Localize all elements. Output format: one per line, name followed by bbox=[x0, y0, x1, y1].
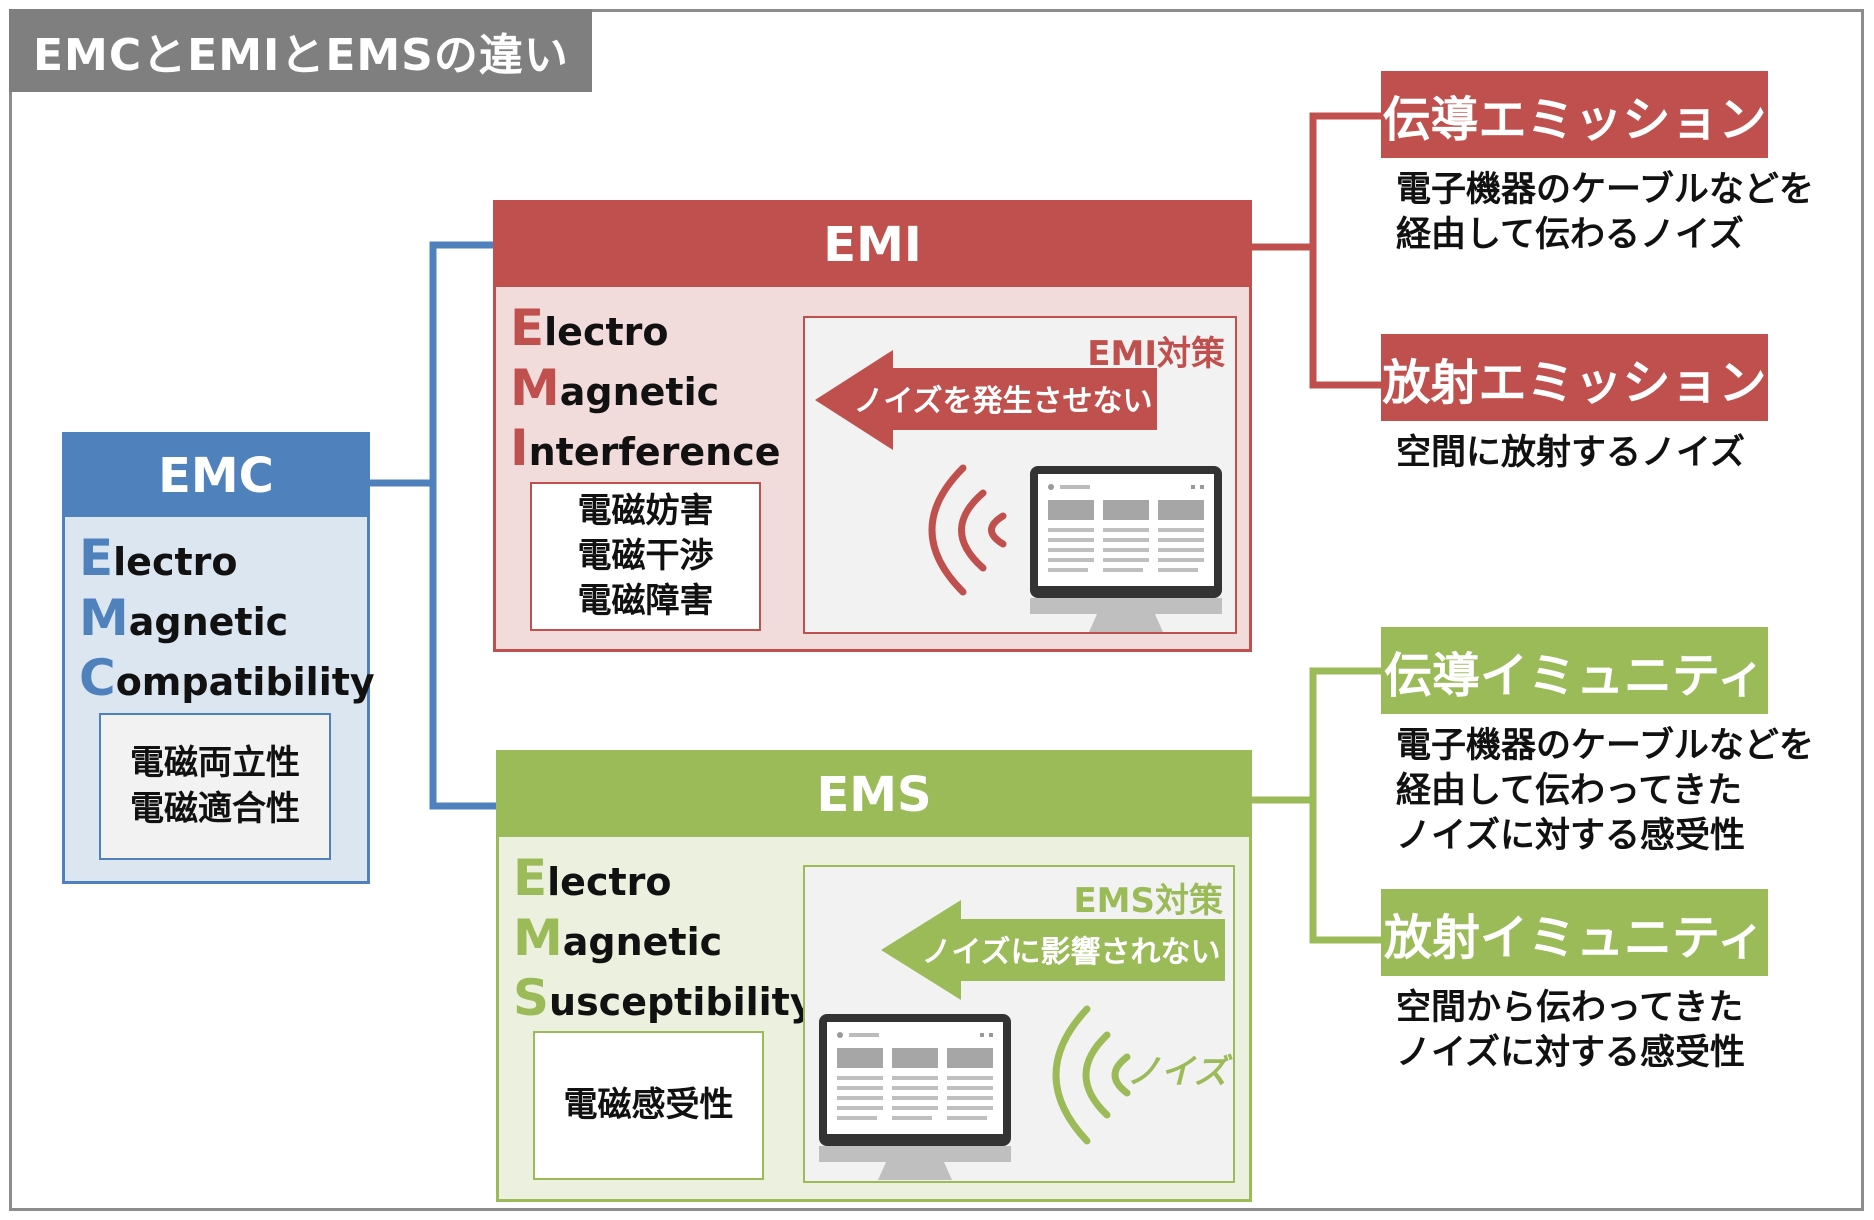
emc-header: EMC bbox=[65, 435, 367, 517]
conducted-emission-desc: 電子機器のケーブルなどを 経由して伝わるノイズ bbox=[1396, 170, 1814, 255]
emi-box: EMI Electro Magnetic Interference 電磁妨害 電… bbox=[493, 200, 1252, 652]
emi-illustration: ノイズを発生させない bbox=[815, 350, 1222, 632]
emc-box: EMC Electro Magnetic Compatibility 電磁両立性… bbox=[62, 432, 375, 884]
conducted-immunity-desc: 電子機器のケーブルなどを 経由して伝わってきた ノイズに対する感受性 bbox=[1396, 726, 1814, 856]
radiated-emission-desc: 空間に放射するノイズ bbox=[1396, 433, 1745, 473]
ems-kanji-box: 電磁感受性 bbox=[533, 1031, 764, 1180]
emi-kanji-box: 電磁妨害 電磁干渉 電磁障害 bbox=[530, 482, 761, 631]
diagram-title: EMCとEMIとEMSの違い bbox=[9, 9, 592, 92]
diagram-frame bbox=[9, 9, 1864, 1211]
noise-wave-icon bbox=[1052, 1005, 1131, 1145]
ems-header: EMS bbox=[499, 753, 1249, 837]
left-arrow-icon bbox=[815, 350, 1157, 450]
emi-header: EMI bbox=[496, 203, 1249, 287]
emi-arrow-text: ノイズを発生させない bbox=[853, 384, 1152, 419]
emi-to-types-connector bbox=[1252, 112, 1384, 389]
left-arrow-icon bbox=[881, 900, 1225, 1000]
emi-countermeasure-panel: EMI対策 ノイズを発生させない bbox=[803, 316, 1237, 634]
ems-countermeasure-panel: EMS対策 ノイズに影響されない bbox=[803, 865, 1235, 1183]
ems-countermeasure-label: EMS対策 bbox=[1073, 881, 1223, 921]
emi-acronym: Electro Magnetic Interference bbox=[510, 299, 781, 477]
monitor-icon bbox=[819, 1014, 1011, 1180]
monitor-icon bbox=[1030, 466, 1222, 632]
ems-arrow-text: ノイズに影響されない bbox=[921, 935, 1220, 970]
emc-kanji-box: 電磁両立性 電磁適合性 bbox=[99, 713, 331, 860]
radiated-immunity-desc: 空間から伝わってきた ノイズに対する感受性 bbox=[1396, 988, 1745, 1073]
conducted-emission-label: 伝導エミッション bbox=[1381, 71, 1768, 158]
emi-countermeasure-label: EMI対策 bbox=[1087, 334, 1225, 374]
emc-to-ems-connector bbox=[429, 483, 496, 810]
noise-label: ノイズ bbox=[1127, 1052, 1234, 1092]
ems-acronym: Electro Magnetic Susceptibility bbox=[513, 849, 815, 1027]
radiated-emission-label: 放射エミッション bbox=[1381, 334, 1768, 421]
noise-wave-icon bbox=[928, 464, 1007, 596]
conducted-immunity-label: 伝導イミュニティ bbox=[1381, 627, 1768, 714]
ems-to-types-connector bbox=[1252, 667, 1384, 944]
emc-acronym: Electro Magnetic Compatibility bbox=[79, 529, 375, 707]
emc-to-emi-connector bbox=[368, 241, 496, 487]
radiated-immunity-label: 放射イミュニティ bbox=[1381, 889, 1768, 976]
ems-illustration: ノイズに影響されない bbox=[819, 900, 1234, 1180]
ems-box: EMS Electro Magnetic Susceptibility 電磁感受… bbox=[496, 750, 1252, 1202]
